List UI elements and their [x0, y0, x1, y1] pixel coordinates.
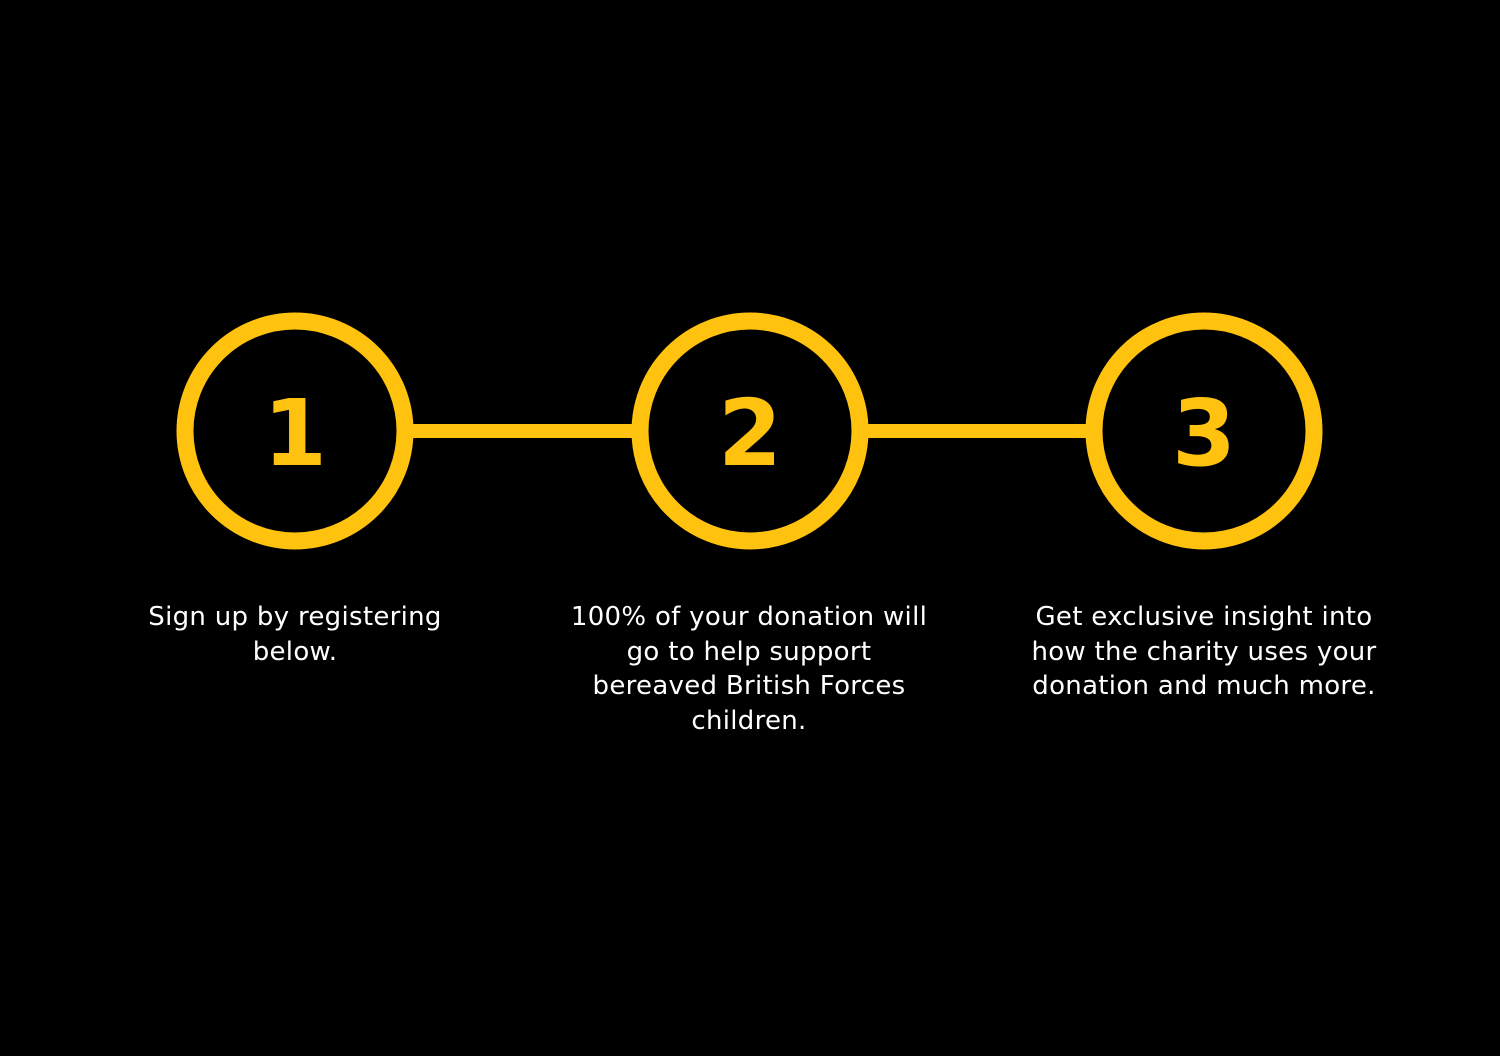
step-2-caption: 100% of your donation will go to help su…: [570, 602, 928, 736]
step-1-circle: [176, 312, 414, 550]
step-1-caption: Sign up by registering below.: [148, 602, 442, 667]
step-1-number: 1: [263, 380, 327, 487]
step-2-circle: [631, 312, 869, 550]
step-2-number: 2: [718, 380, 782, 487]
step-3-circle: [1085, 312, 1323, 550]
step-3-number: 3: [1172, 380, 1236, 487]
step-3-caption: Get exclusive insight into how the chari…: [1031, 602, 1377, 701]
